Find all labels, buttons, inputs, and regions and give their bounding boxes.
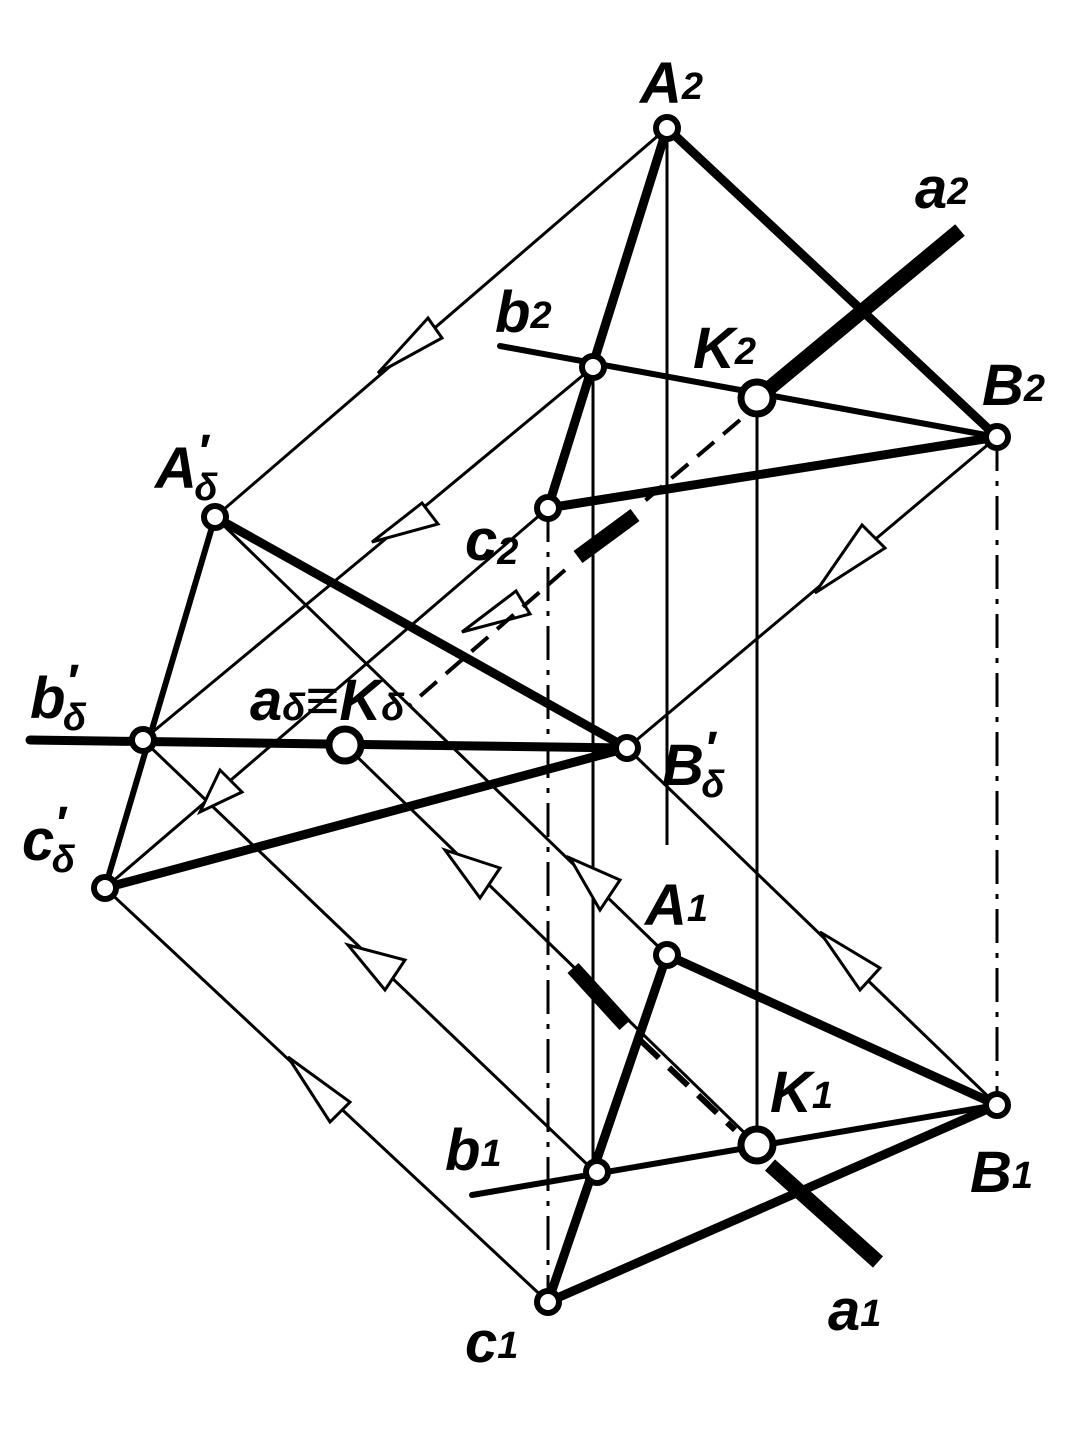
edge-Ad-Cd [102,514,218,891]
label-bd: b′δ [30,656,87,739]
edge-A1-C1 [543,950,672,1307]
arrow-12-bd [371,500,441,544]
arrow-C2-Cd-lower [196,767,245,816]
point-A2 [653,114,681,142]
point-C2 [534,494,562,522]
line-12-bd [142,365,594,742]
label-C2: c2 [465,508,518,573]
line-a2-hidden-lower [408,568,567,707]
horizontal-projection [469,950,1002,1307]
label-b2: b2 [495,280,552,345]
arrow-Cd-C1 [286,1055,353,1125]
point-Ad [201,503,229,531]
line-b1 [469,1102,1000,1198]
edge-Ad-Bd [210,512,632,753]
point-B1 [983,1091,1011,1119]
line-a1-hidden [637,1037,738,1133]
label-K1: K1 [770,1060,833,1125]
thin-lines [103,126,999,1304]
label-A1: A1 [643,873,708,938]
edge-C2-B2 [543,432,1002,513]
line-a2-segment [573,508,640,564]
label-A2: A2 [638,51,703,116]
label-aK: aδ≡Kδ [250,668,405,733]
edge-A2-C2 [543,123,672,513]
point-A1 [653,941,681,969]
direction-arrows [196,315,888,1125]
arrow-Ad-A1 [566,854,623,913]
label-Bd: B′δ [662,723,725,806]
arrow-C2-Cd [461,588,533,634]
edge-Cd-Bd [100,743,632,893]
label-a2: a2 [915,156,968,221]
labels: A2 a2 b2 K2 B2 c2 A′δ b′δ aδ≡Kδ B′δ c′δ … [22,51,1045,1375]
point-Bd [613,734,641,762]
line-Bd-B1 [625,746,999,1107]
point-11 [583,1158,611,1186]
arrow-Bd-B1 [818,930,883,993]
points [91,114,1011,1316]
line-a1-upper [567,962,631,1031]
line-A2-Ad [214,126,668,519]
label-K2: K2 [693,316,756,381]
point-B2 [983,423,1011,451]
line-C2-Cd [104,506,549,890]
label-C1: c1 [465,1310,518,1375]
label-B1: B1 [970,1140,1033,1205]
line-B2-Bd [626,435,998,750]
point-Kd [325,725,365,765]
arrow-A2-Ad [376,315,445,375]
label-B2: B2 [982,353,1045,418]
label-b1: b1 [445,1118,502,1183]
line-a2 [755,224,965,402]
line-Kd-K1 [343,743,759,1147]
label-a1: a1 [828,1278,881,1343]
line-a2-hidden [638,418,742,507]
point-bd [129,726,157,754]
edge-A2-B2 [662,123,1002,442]
point-12 [579,353,607,381]
point-C1 [534,1288,562,1316]
label-Ad: A′δ [153,426,218,509]
arrow-Kd-K1 [441,847,503,901]
arrow-B2-Bd [813,522,888,595]
line-a1 [764,1159,884,1268]
edge-A1-B1 [662,950,1002,1110]
point-K2 [737,378,777,418]
label-Cd: c′δ [22,798,76,881]
point-K1 [737,1125,777,1165]
point-Cd [91,874,119,902]
edge-C1-B1 [543,1100,1002,1307]
arrow-bd-11 [343,942,408,993]
